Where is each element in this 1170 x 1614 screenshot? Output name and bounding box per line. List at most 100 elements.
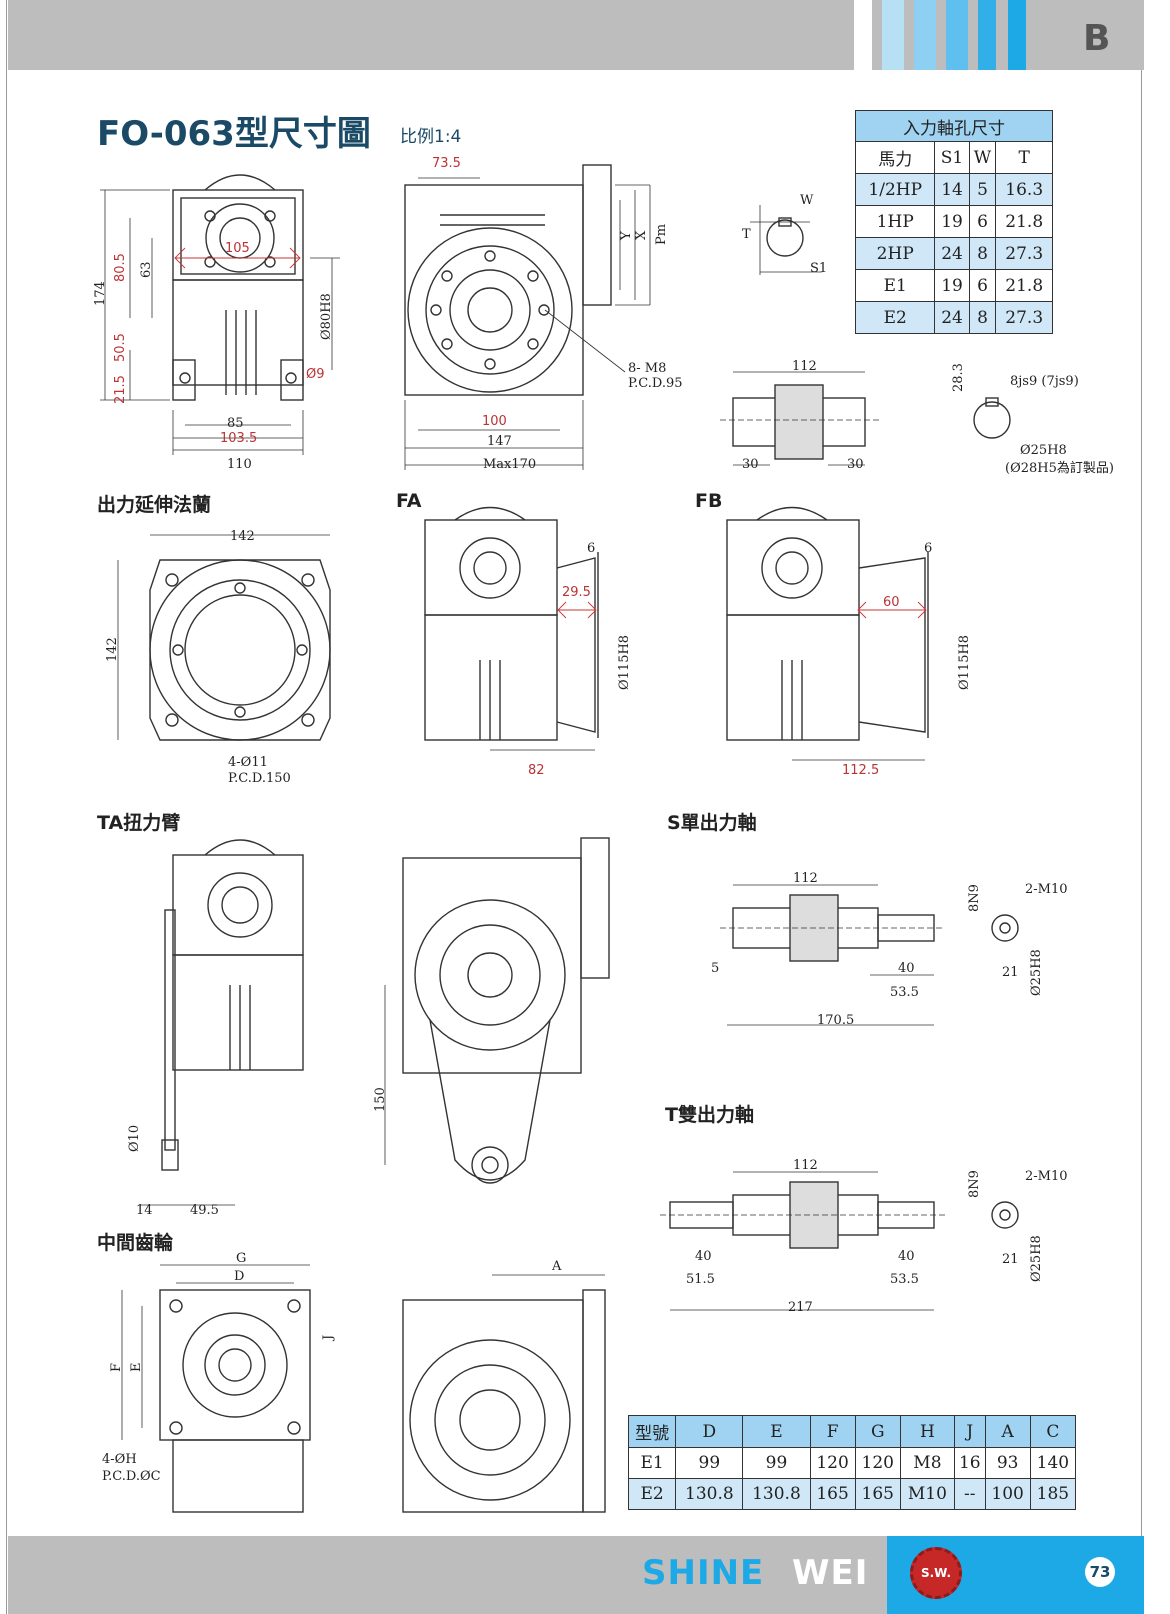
dim-shaft-112: 112: [792, 359, 817, 374]
dim-t-53-5: 53.5: [890, 1272, 919, 1287]
dim-100: 100: [482, 414, 507, 429]
dim-103-5: 103.5: [220, 431, 257, 446]
table-cell: 1/2HP: [854, 173, 936, 206]
ta-side-drawing: [384, 837, 610, 1184]
table-cell: 93: [984, 1447, 1031, 1479]
table-cell: 21.8: [995, 205, 1053, 238]
gearbox-side-view: [404, 164, 612, 396]
dim-t-217: 217: [788, 1300, 813, 1315]
input-table-header: S1: [934, 141, 970, 174]
dim-pcd95: P.C.D.95: [628, 376, 683, 391]
section-output-flange: 出力延伸法蘭: [97, 494, 212, 516]
ta-front-drawing: [140, 839, 304, 1206]
dim-flange-142w: 142: [230, 529, 255, 544]
s-shaft-drawing: [720, 884, 1019, 1026]
table-cell: 165: [809, 1478, 856, 1510]
dim-t-112: 112: [793, 1158, 818, 1173]
dim-80-5: 80.5: [113, 253, 128, 282]
dim-105: 105: [225, 241, 250, 256]
header-stripe: [854, 0, 872, 70]
fb-drawing: [726, 506, 929, 761]
dim-s-170-5: 170.5: [817, 1013, 854, 1028]
dim-gear-e: E: [129, 1363, 144, 1373]
dim-s-m10: 2-M10: [1025, 882, 1068, 897]
table-cell: 165: [854, 1478, 901, 1510]
page-title: FO-063型尺寸圖: [97, 114, 371, 154]
gear-table-header: E: [742, 1415, 811, 1448]
gear-table-header: J: [953, 1415, 986, 1448]
gear-table-header: 型號: [627, 1415, 677, 1448]
table-cell: 16: [953, 1447, 986, 1479]
dim-s-21: 21: [1002, 965, 1019, 980]
table-cell: 8: [968, 301, 997, 334]
dim-flange-holes: 4-Ø11: [228, 755, 268, 770]
gear-table-header: F: [809, 1415, 856, 1448]
output-flange-drawing: [117, 534, 331, 741]
dim-s-112: 112: [793, 871, 818, 886]
dim-fb-112-5: 112.5: [842, 763, 879, 778]
table-cell: 8: [968, 237, 997, 270]
dim-gear-pcd: P.C.D.ØC: [102, 1469, 161, 1484]
section-fb: FB: [695, 490, 723, 512]
table-cell: 27.3: [995, 301, 1053, 334]
dim-d9: Ø9: [306, 367, 325, 382]
table-cell: 5: [968, 173, 997, 206]
gear-front-drawing: [121, 1264, 311, 1513]
key-s1-label: S1: [810, 261, 827, 276]
dim-gear-holes: 4-ØH: [102, 1452, 137, 1467]
gearbox-front-view: [172, 174, 304, 401]
table-cell: 6: [968, 269, 997, 302]
page-frame: [6, 0, 1142, 1614]
dim-d80h8: Ø80H8: [319, 293, 334, 340]
dim-85: 85: [227, 416, 244, 431]
dim-73-5: 73.5: [432, 156, 461, 171]
dim-fa-29-5: 29.5: [562, 585, 591, 600]
table-cell: 185: [1029, 1478, 1077, 1510]
dim-s-5: 5: [711, 961, 719, 976]
gear-table-header: D: [675, 1415, 744, 1448]
header-bar: [8, 0, 1144, 70]
dim-fa-82: 82: [528, 763, 545, 778]
dim-50-5: 50.5: [113, 333, 128, 362]
dim-flange-142h: 142: [105, 637, 120, 662]
gear-table-header: H: [899, 1415, 955, 1448]
dim-key-js9: 8js9 (7js9): [1010, 374, 1079, 389]
dim-fb-60: 60: [883, 595, 900, 610]
table-cell: 100: [984, 1478, 1031, 1510]
dim-y: Y: [619, 231, 634, 241]
dim-28-3: 28.3: [951, 363, 966, 392]
input-table-header: T: [995, 141, 1053, 174]
dim-8-m8: 8- M8: [628, 361, 666, 376]
table-cell: 27.3: [995, 237, 1053, 270]
section-fa: FA: [396, 490, 422, 512]
table-cell: 14: [934, 173, 970, 206]
brand-name: SHINE: [642, 1553, 765, 1593]
input-table-title: 入力軸孔尺寸: [855, 110, 1053, 142]
dim-ta-150: 150: [373, 1087, 388, 1112]
dim-s-53-5: 53.5: [890, 985, 919, 1000]
dim-s-d25h8: Ø25H8: [1029, 949, 1044, 996]
t-shaft-drawing: [660, 1171, 1019, 1311]
dim-t-m10: 2-M10: [1025, 1169, 1068, 1184]
dim-fb-d115h8: Ø115H8: [957, 635, 972, 690]
brand-name-second: WEI: [792, 1553, 869, 1593]
header-stripe: [914, 0, 936, 70]
scale-label: 比例1:4: [400, 127, 462, 147]
dim-d28h5: (Ø28H5為訂製品): [1005, 460, 1114, 476]
table-cell: E1: [854, 269, 936, 302]
table-cell: E2: [627, 1478, 677, 1510]
dim-fa-d115h8: Ø115H8: [617, 635, 632, 690]
dim-flange-pcd150: P.C.D.150: [228, 771, 291, 786]
input-table-header: 馬力: [854, 141, 936, 174]
table-cell: M8: [899, 1447, 955, 1479]
table-cell: 130.8: [742, 1478, 811, 1510]
dim-63: 63: [139, 261, 154, 278]
dim-t-8n9: 8N9: [967, 1170, 982, 1198]
hollow-shaft-drawing: [720, 371, 1011, 466]
dim-t-51-5: 51.5: [686, 1272, 715, 1287]
